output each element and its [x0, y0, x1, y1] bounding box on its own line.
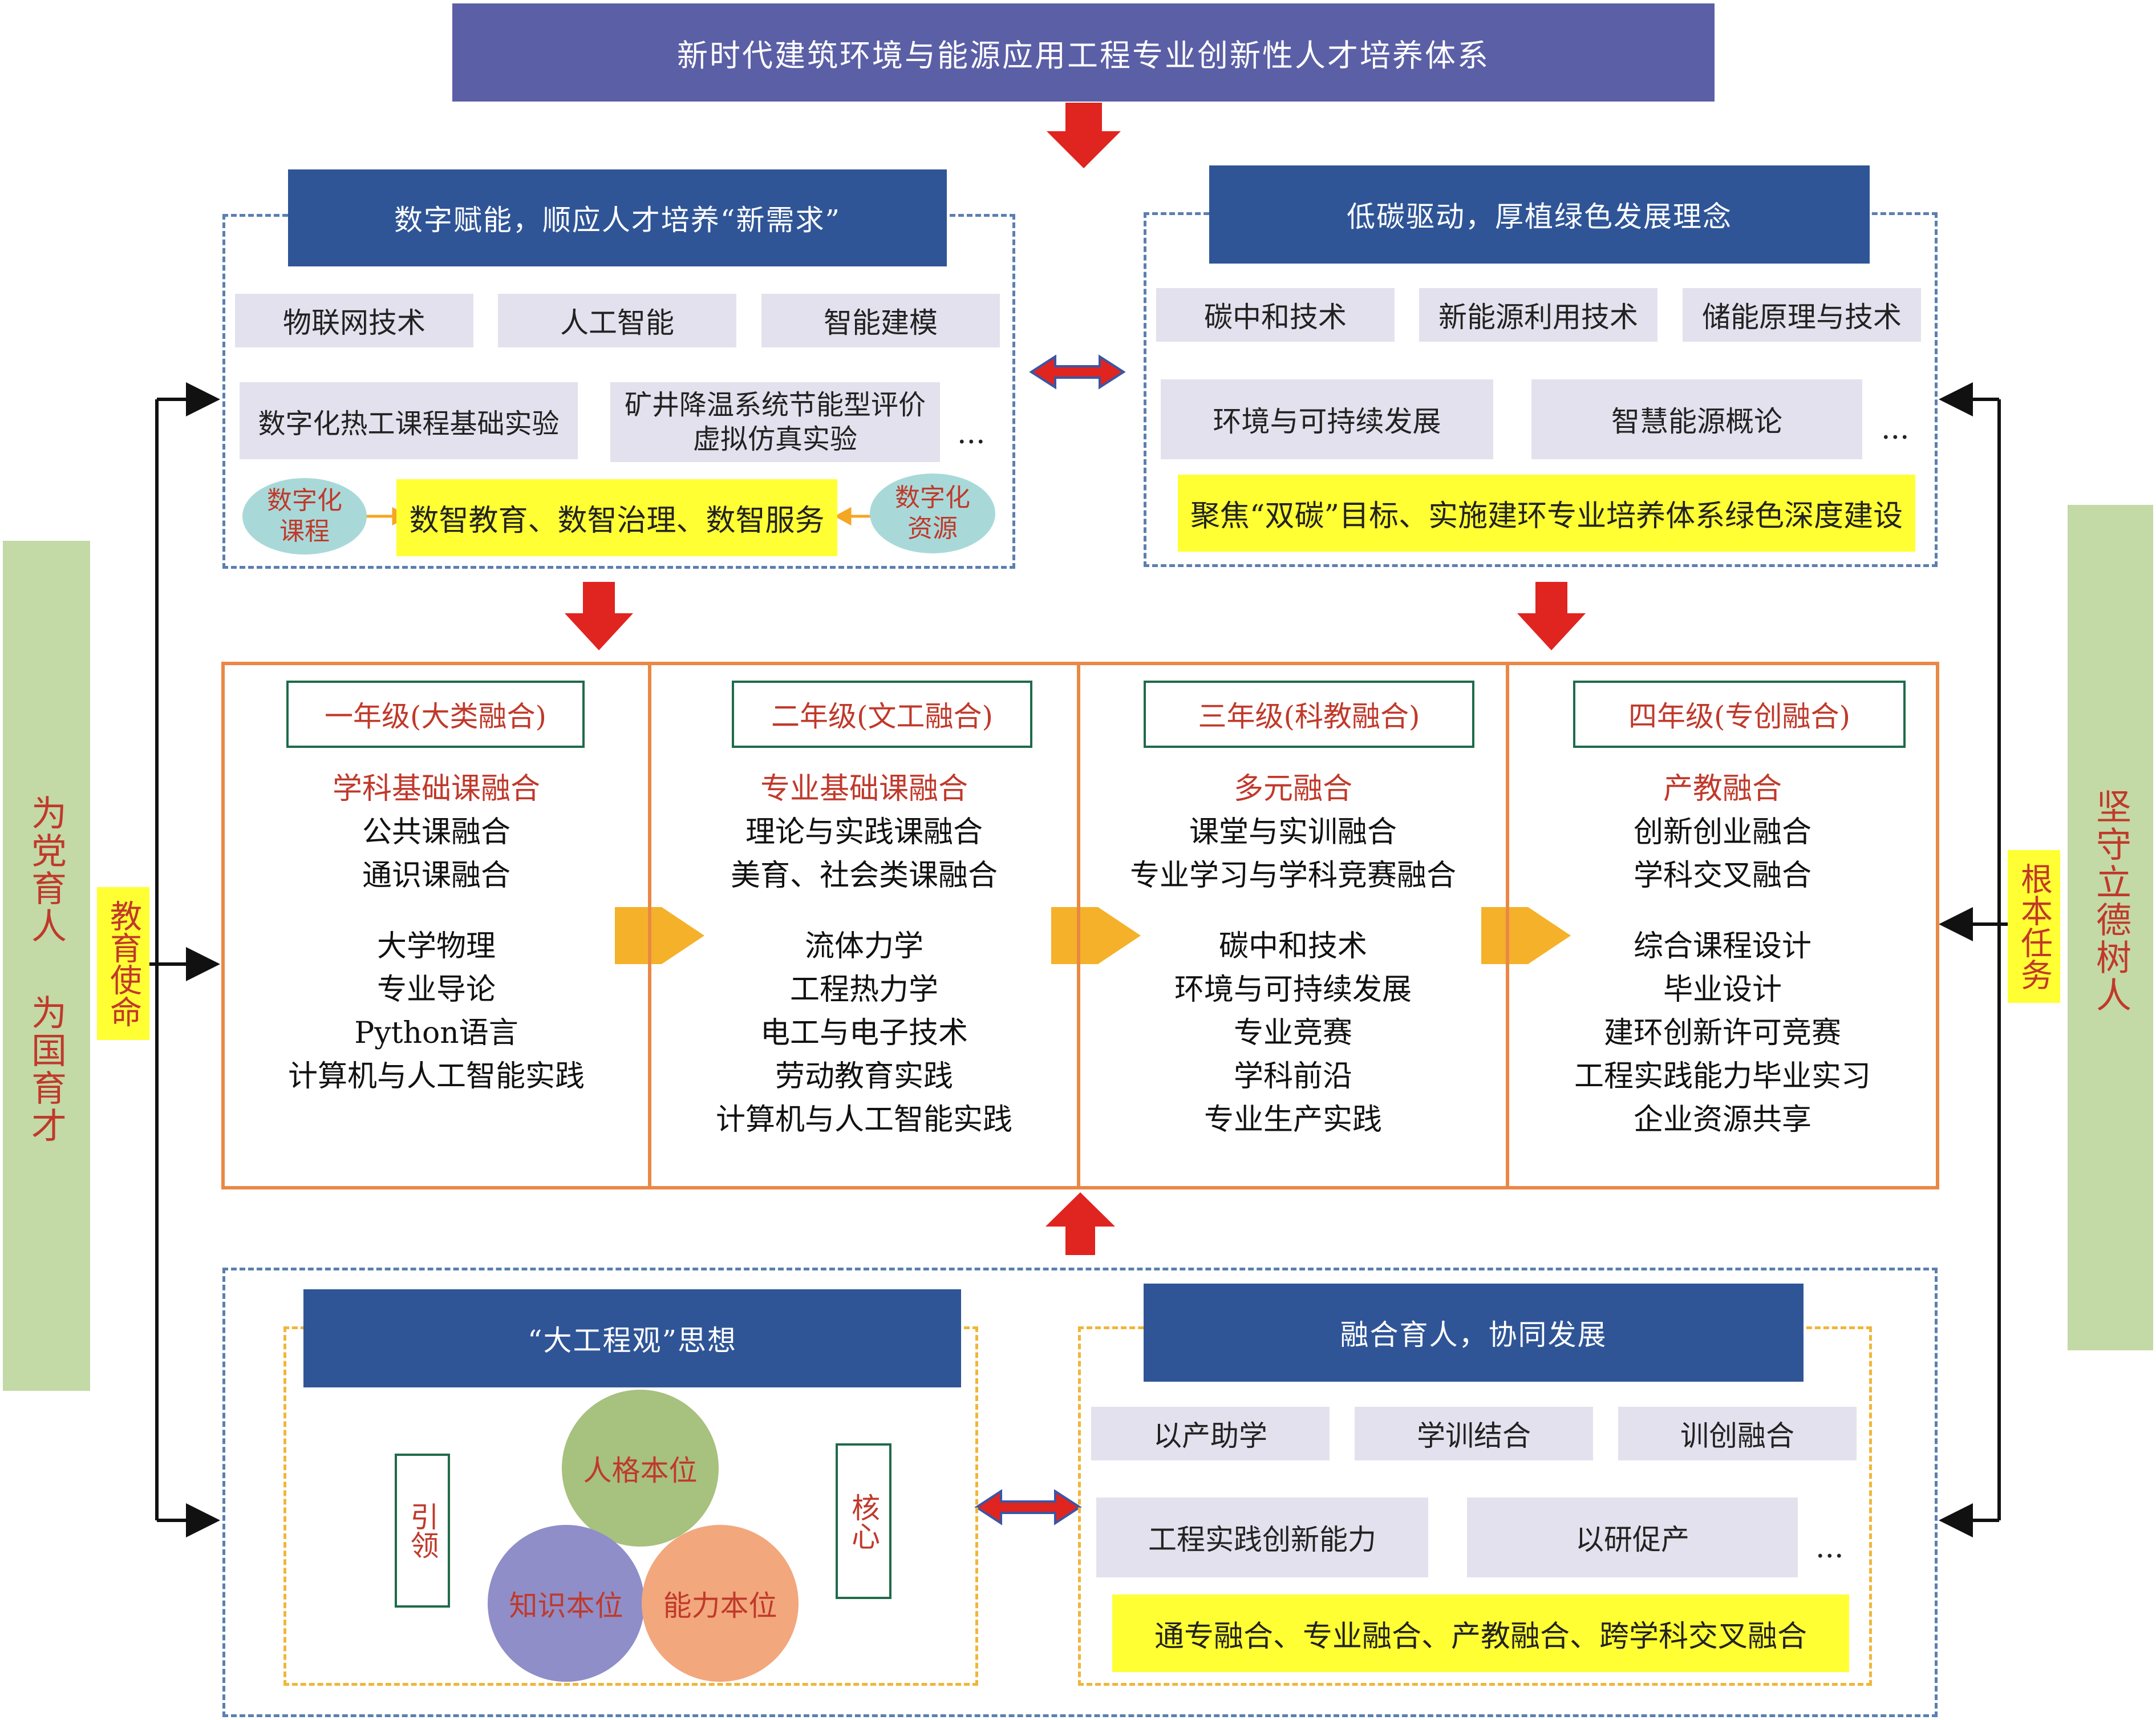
- year4-g1-item: 创新创业融合: [1633, 815, 1811, 849]
- year4-g2-item: 工程实践能力毕业实习: [1574, 1059, 1871, 1094]
- year4-g2-item: 建环创新许可竞赛: [1603, 1016, 1841, 1050]
- lowcarbon-item-new-energy: 新能源利用技术: [1419, 288, 1657, 342]
- left-side-text-1: 为党育人: [25, 795, 67, 945]
- lowcarbon-ellipsis: ...: [1881, 412, 1910, 446]
- year4-g2-item: 综合课程设计: [1633, 929, 1811, 964]
- year1-g2-item: 大学物理: [376, 929, 496, 964]
- lowcarbon-item-storage: 储能原理与技术: [1683, 288, 1921, 342]
- digital-title: 数字赋能，顺应人才培养“新需求”: [288, 169, 947, 266]
- year4-g1-item: 学科交叉融合: [1633, 859, 1811, 893]
- year3-g2-item: 专业竞赛: [1233, 1016, 1352, 1050]
- year1-g1-item: 通识课融合: [362, 859, 510, 893]
- double-arrow-top: [1029, 354, 1126, 390]
- fusion-item-5: 以研促产: [1467, 1498, 1798, 1577]
- year3-g2-item: 碳中和技术: [1218, 929, 1367, 964]
- circle-knowledge: 知识本位: [488, 1525, 645, 1682]
- year2-g2-item: 计算机与人工智能实践: [715, 1103, 1012, 1137]
- resource-oval-line1: 数字化: [895, 483, 970, 512]
- right-side-text: 坚守立德树人: [2090, 788, 2131, 1014]
- year3-g2-item: 专业生产实践: [1203, 1103, 1382, 1137]
- year2-g1-item: 美育、社会类课融合: [730, 859, 998, 893]
- year4-g2-item: 企业资源共享: [1633, 1103, 1811, 1137]
- left-side-panel: [3, 541, 90, 1391]
- fusion-item-4: 工程实践创新能力: [1096, 1498, 1428, 1577]
- mine-sim-line2: 虚拟仿真实验: [692, 423, 857, 455]
- fusion-highlight: 通专融合、专业融合、产教融合、跨学科交叉融合: [1112, 1594, 1849, 1672]
- digital-item-thermal-lab: 数字化热工课程基础实验: [240, 382, 578, 459]
- year1-g2-item: 专业导论: [376, 973, 496, 1007]
- right-side-panel: [2068, 505, 2153, 1350]
- fusion-item-3: 训创融合: [1618, 1407, 1857, 1460]
- year1-g2-item: 计算机与人工智能实践: [287, 1059, 585, 1094]
- year3-g1-item: 专业学习与学科竞赛融合: [1129, 859, 1456, 893]
- bottom-panel: [222, 1268, 1938, 1717]
- system-title: 新时代建筑环境与能源应用工程专业创新性人才培养体系: [452, 3, 1715, 102]
- chevron-1: [615, 907, 704, 964]
- year4-column: 产教融合 创新创业融合 学科交叉融合 综合课程设计 毕业设计 建环创新许可竞赛 …: [1509, 767, 1936, 1142]
- year-divider-3: [1506, 662, 1509, 1189]
- circle-ability: 能力本位: [642, 1525, 799, 1682]
- lowcarbon-title: 低碳驱动，厚植绿色发展理念: [1209, 165, 1870, 264]
- course-oval-line1: 数字化: [267, 486, 342, 515]
- year3-g2-item: 学科前沿: [1233, 1059, 1352, 1094]
- chevron-2: [1051, 907, 1141, 964]
- chevron-3: [1481, 907, 1571, 964]
- year2-g2-item: 劳动教育实践: [775, 1059, 953, 1094]
- year2-g2-item: 流体力学: [804, 929, 923, 964]
- year3-subtitle: 多元融合: [1233, 772, 1352, 806]
- down-arrow-top: [1047, 103, 1121, 168]
- engineering-core: 核心: [836, 1443, 891, 1599]
- course-oval-line2: 课程: [279, 517, 330, 546]
- year2-g2-item: 电工与电子技术: [760, 1016, 968, 1050]
- lowcarbon-highlight: 聚焦“双碳”目标、实施建环专业培养体系绿色深度建设: [1178, 475, 1915, 552]
- mine-sim-line1: 矿井降温系统节能型评价: [624, 389, 926, 421]
- year1-g2-item: Python语言: [354, 1016, 518, 1050]
- digital-course-oval: 数字化 课程: [242, 478, 367, 555]
- lowcarbon-item-sustainability: 环境与可持续发展: [1161, 379, 1493, 459]
- digital-highlight: 数智教育、数智治理、数智服务: [396, 479, 837, 556]
- year3-g1-item: 课堂与实训融合: [1189, 815, 1397, 849]
- year3-title: 三年级(科教融合): [1144, 681, 1474, 748]
- year2-g2-item: 工程热力学: [789, 973, 938, 1007]
- digital-item-modeling: 智能建模: [761, 294, 1000, 347]
- engineering-title: “大工程观”思想: [303, 1289, 961, 1387]
- digital-item-mine-sim: 矿井降温系统节能型评价 虚拟仿真实验: [610, 382, 940, 462]
- year2-g1-item: 理论与实践课融合: [745, 815, 983, 849]
- digital-ellipsis: ...: [957, 416, 986, 451]
- digital-item-ai: 人工智能: [498, 294, 736, 347]
- year4-title: 四年级(专创融合): [1573, 681, 1906, 748]
- year4-subtitle: 产教融合: [1663, 772, 1782, 806]
- fusion-item-1: 以产助学: [1091, 1407, 1330, 1460]
- down-arrow-right: [1517, 582, 1586, 650]
- year2-subtitle: 专业基础课融合: [760, 772, 968, 806]
- year-divider-1: [648, 662, 651, 1189]
- lowcarbon-item-carbon-neutral: 碳中和技术: [1156, 288, 1395, 342]
- year4-g2-item: 毕业设计: [1663, 973, 1782, 1007]
- year-divider-2: [1077, 662, 1080, 1189]
- fusion-item-2: 学训结合: [1355, 1407, 1593, 1460]
- circle-personality: 人格本位: [562, 1390, 719, 1547]
- fusion-ellipsis: ...: [1815, 1531, 1844, 1565]
- year1-column: 学科基础课融合 公共课融合 通识课融合 大学物理 专业导论 Python语言 计…: [225, 767, 647, 1098]
- year1-title: 一年级(大类融合): [286, 681, 585, 748]
- lowcarbon-item-smart-energy: 智慧能源概论: [1531, 379, 1862, 459]
- digital-item-iot: 物联网技术: [235, 294, 473, 347]
- year3-g2-item: 环境与可持续发展: [1174, 973, 1412, 1007]
- year1-subtitle: 学科基础课融合: [332, 772, 540, 806]
- down-arrow-left: [565, 582, 633, 650]
- left-side-tag: 教育使命: [97, 887, 149, 1040]
- year3-column: 多元融合 课堂与实训融合 专业学习与学科竞赛融合 碳中和技术 环境与可持续发展 …: [1080, 767, 1506, 1142]
- years-frame: [221, 662, 1939, 1189]
- left-side-text-2: 为国育才: [25, 994, 67, 1145]
- year2-title: 二年级(文工融合): [732, 681, 1032, 748]
- fusion-title: 融合育人，协同发展: [1144, 1284, 1804, 1382]
- engineering-lead: 引领: [395, 1454, 450, 1608]
- up-arrow-bottom: [1045, 1192, 1115, 1255]
- year2-column: 专业基础课融合 理论与实践课融合 美育、社会类课融合 流体力学 工程热力学 电工…: [651, 767, 1077, 1142]
- year1-g1-item: 公共课融合: [362, 815, 510, 849]
- digital-resource-oval: 数字化 资源: [870, 473, 995, 553]
- resource-oval-line2: 资源: [907, 514, 958, 543]
- right-side-tag: 根本任务: [2008, 850, 2060, 1003]
